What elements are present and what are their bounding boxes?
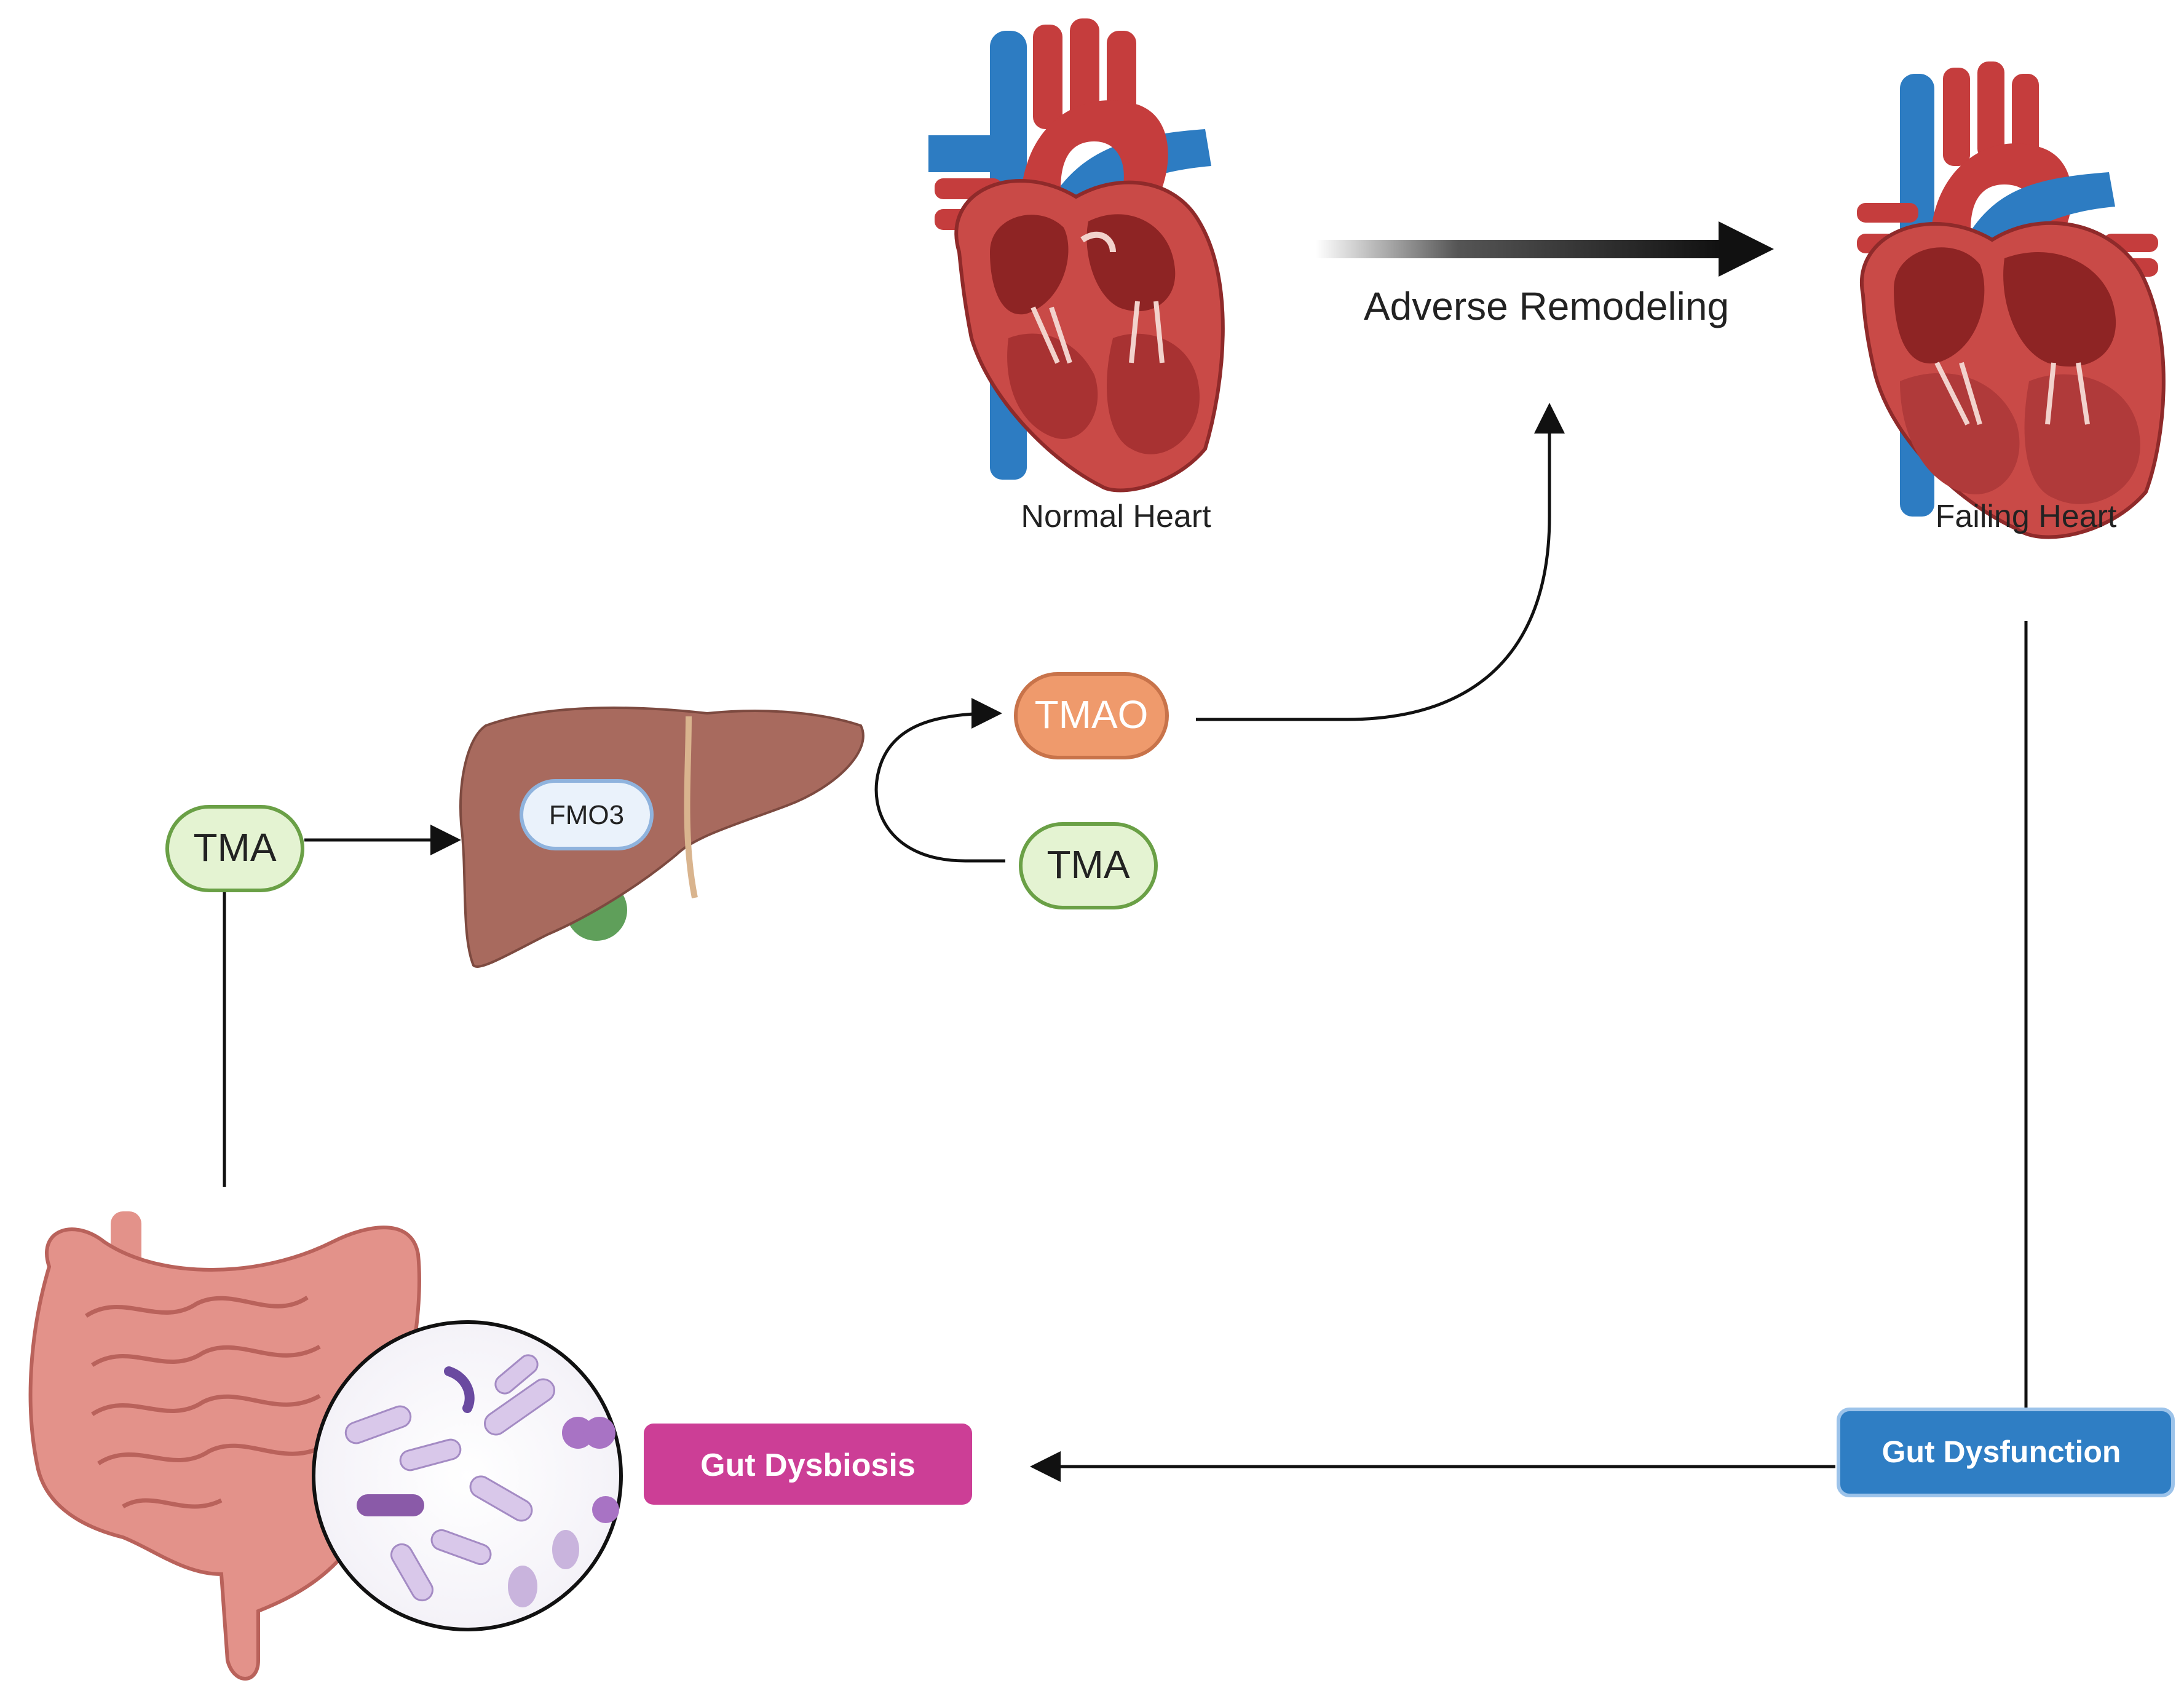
tma-to-tmao-conversion-connector xyxy=(874,698,1005,863)
tma-right-label: TMA xyxy=(1046,842,1130,887)
tmao-pill: TMAO xyxy=(1014,672,1169,759)
fmo3-label: FMO3 xyxy=(549,800,624,830)
tmao-label: TMAO xyxy=(1035,692,1149,737)
liver-icon xyxy=(459,707,865,968)
gut-dysbiosis-box: Gut Dysbiosis xyxy=(644,1424,972,1505)
tma-left-label: TMA xyxy=(193,825,276,869)
bacteria-magnifier-icon xyxy=(312,1320,623,1631)
normal-heart-label: Normal Heart xyxy=(1021,499,1211,534)
failing-heart-icon xyxy=(1857,61,2166,539)
tmao-to-remodeling-connector xyxy=(1196,403,1565,721)
fmo3-enzyme-badge: FMO3 xyxy=(520,779,654,850)
adverse-remodeling-arrow xyxy=(1316,221,1774,277)
gut-dysbiosis-label: Gut Dysbiosis xyxy=(700,1448,916,1483)
gut-dysfunction-label: Gut Dysfunction xyxy=(1882,1435,2121,1469)
tma-left-pill: TMA xyxy=(165,805,304,892)
adverse-remodeling-label: Adverse Remodeling xyxy=(1364,284,1729,328)
gut-dysfunction-box: Gut Dysfunction xyxy=(1837,1408,2175,1497)
tma-right-pill: TMA xyxy=(1019,822,1158,909)
normal-heart-icon xyxy=(928,18,1225,493)
failing-heart-label: Failing Heart xyxy=(1936,499,2117,534)
